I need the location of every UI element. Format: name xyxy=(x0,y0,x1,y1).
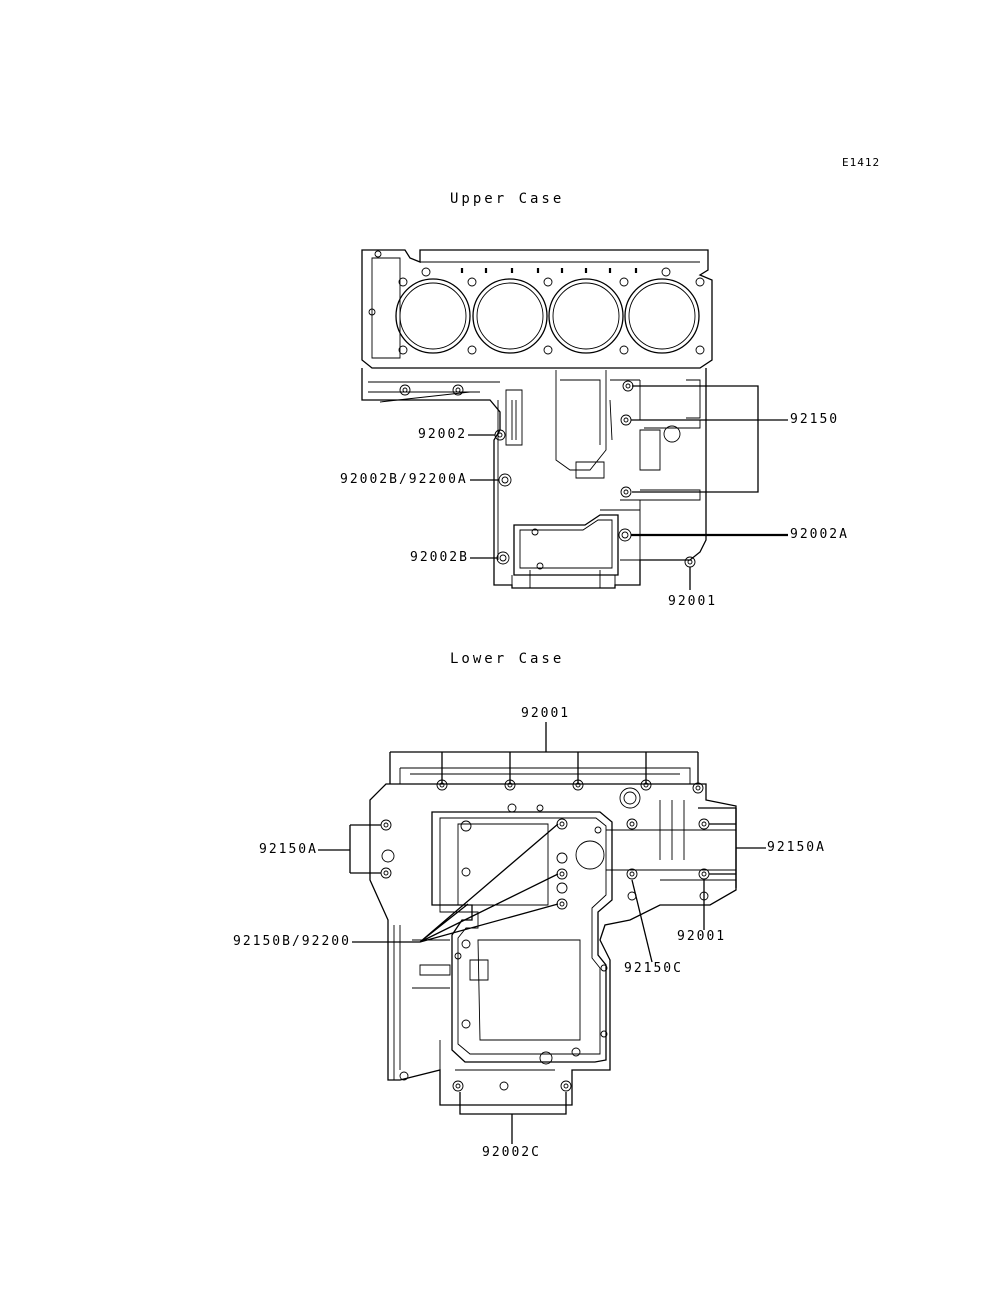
callout-92150c: 92150C xyxy=(624,961,683,976)
callout-92002: 92002 xyxy=(418,427,468,442)
upper-case-drawing xyxy=(361,249,788,590)
callout-92150a-left: 92150A xyxy=(259,842,318,857)
upper-case-title: Upper Case xyxy=(450,191,565,207)
callout-92001-right: 92001 xyxy=(677,929,727,944)
callout-92002c: 92002C xyxy=(482,1145,541,1160)
callout-92150a-right: 92150A xyxy=(767,840,826,855)
callout-92001-top: 92001 xyxy=(521,706,571,721)
callout-92002b: 92002B xyxy=(410,550,469,565)
callout-92002a: 92002A xyxy=(790,527,849,542)
lower-case-drawing xyxy=(318,722,766,1144)
callout-92150b-92200: 92150B/92200 xyxy=(233,934,351,949)
callout-92001-upper: 92001 xyxy=(668,594,718,609)
callout-92150: 92150 xyxy=(790,412,840,427)
lower-case-title: Lower Case xyxy=(450,651,565,667)
drawing-code: E1412 xyxy=(842,156,881,169)
callout-92002b-92200a: 92002B/92200A xyxy=(340,472,468,487)
